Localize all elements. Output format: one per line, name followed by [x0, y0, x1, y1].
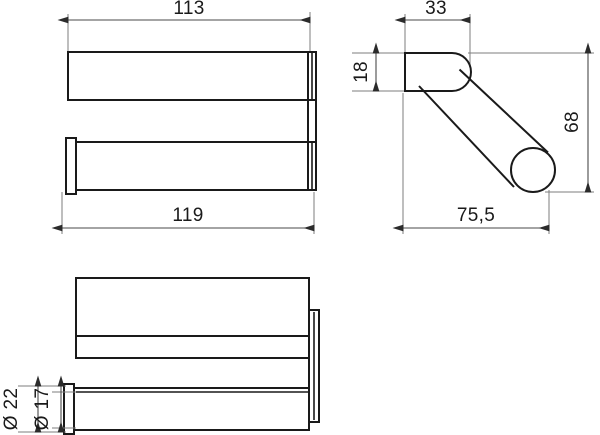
front-view-rear-bar — [75, 277, 310, 337]
side-view-diagonal-lower-edge — [418, 85, 515, 188]
side-view-wall-arm — [404, 52, 472, 92]
dimension-33: 33 — [394, 0, 471, 24]
side-view-diagonal-upper-edge — [458, 68, 549, 154]
front-view: Ø 22 Ø 17 — [1, 277, 320, 435]
side-view-bar-circle — [510, 147, 556, 193]
dimension-33-label: 33 — [425, 0, 447, 19]
dimension-diameter-22: Ø 22 — [1, 375, 65, 433]
dimension-119-label: 119 — [172, 205, 203, 226]
top-view-connector — [307, 99, 317, 143]
front-view-rear-bar-lip — [75, 335, 310, 359]
dimension-119: 119 — [51, 205, 315, 232]
top-view-front-bar — [73, 141, 309, 191]
dimension-755-label: 75,5 — [457, 205, 495, 226]
top-view-end-cap — [65, 137, 77, 195]
dimension-diameter-17-label: Ø 17 — [32, 388, 53, 430]
side-view: 33 18 68 75,5 — [351, 0, 594, 234]
dimension-113-label: 113 — [173, 0, 204, 19]
dimension-68: 68 — [562, 42, 592, 193]
dimension-113: 113 — [57, 0, 311, 24]
dimension-18-label: 18 — [351, 61, 372, 83]
dimension-68-label: 68 — [562, 111, 583, 133]
front-view-roll-bar — [70, 387, 310, 431]
dimension-diameter-22-label: Ø 22 — [1, 388, 22, 430]
top-view-rear-bar — [67, 51, 309, 101]
dimension-diameter-17: Ø 17 — [32, 375, 53, 433]
dimension-755: 75,5 — [392, 205, 550, 232]
top-view: 113 119 — [51, 0, 317, 234]
dimension-18: 18 — [351, 42, 380, 92]
